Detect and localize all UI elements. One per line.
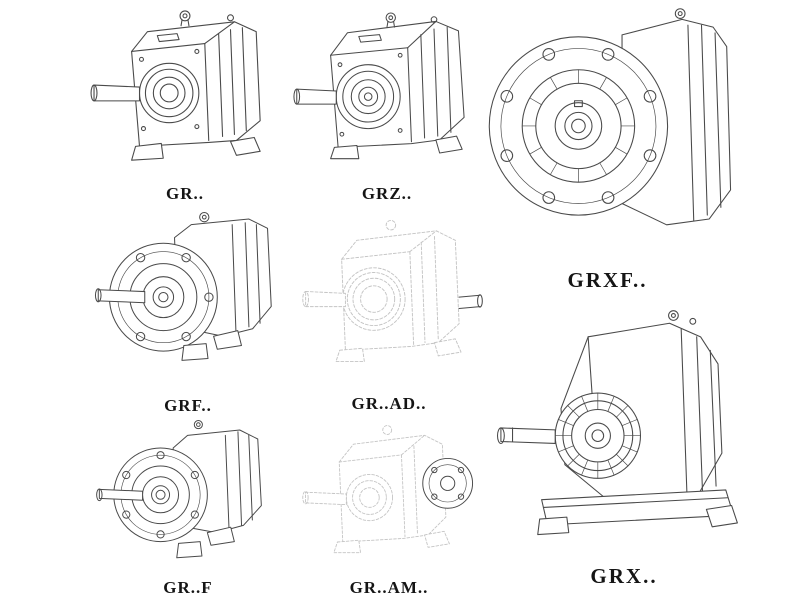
gr-label: GR.. — [166, 184, 204, 203]
cell-grad: GR..AD.. — [290, 210, 488, 414]
grxf-label: GRXF.. — [567, 268, 648, 292]
grxf-drawing — [488, 8, 732, 226]
grad-label: GR..AD.. — [351, 394, 427, 413]
cell-grff: GR..F — [85, 412, 291, 598]
grad-drawing — [302, 219, 483, 363]
cell-gram: GR..AM.. — [290, 414, 488, 598]
grx-drawing — [496, 310, 738, 536]
cell-grf: GRF.. — [85, 206, 291, 416]
grff-label: GR..F — [163, 578, 213, 597]
gr-drawing — [90, 10, 261, 161]
grz-label: GRZ.. — [361, 184, 413, 203]
cell-grxf: GRXF.. — [475, 0, 740, 293]
grx-label: GRX.. — [590, 564, 658, 588]
grz-drawing — [293, 12, 465, 160]
gram-drawing — [302, 425, 474, 554]
gram-label: GR..AM.. — [349, 578, 429, 597]
grff-drawing — [96, 420, 262, 559]
grf-label: GRF.. — [164, 396, 212, 415]
cell-grz: GRZ.. — [293, 2, 481, 204]
cell-gr: GR.. — [82, 2, 288, 204]
cell-grx: GRX.. — [478, 300, 770, 589]
grf-drawing — [94, 211, 272, 361]
